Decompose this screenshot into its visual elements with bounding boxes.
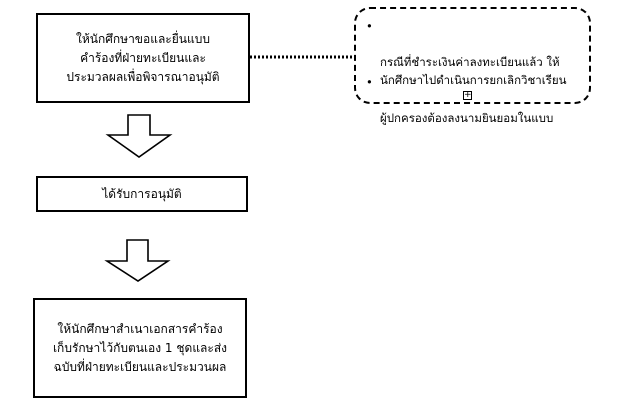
note-item: • ผู้ปกครองต้องลงนามยินยอมในแบบ <box>366 73 589 145</box>
step-approved-box: ได้รับการอนุมัติ <box>36 176 248 212</box>
step-text: ให้นักศึกษาสำเนาเอกสารคำร้อง เก็บรักษาไว… <box>52 321 228 374</box>
note-item: • กรณีที่ชำระเงินค่าลงทะเบียนแล้ว ให้ นั… <box>366 17 589 107</box>
expand-icon[interactable]: + <box>463 90 472 100</box>
step-copy-document-box: ให้นักศึกษาสำเนาเอกสารคำร้อง เก็บรักษาไว… <box>33 298 247 398</box>
bullet-icon: • <box>366 75 373 89</box>
note-callout: • กรณีที่ชำระเงินค่าลงทะเบียนแล้ว ให้ นั… <box>354 7 591 125</box>
bullet-icon: • <box>366 19 373 33</box>
step-submit-request-box: ให้นักศึกษาขอและยื่นแบบ คำร้องที่ฝ่ายทะเ… <box>36 13 250 103</box>
down-arrow-icon <box>104 239 171 282</box>
note-item-text: ผู้ปกครองต้องลงนามยินยอมในแบบ <box>380 111 554 125</box>
note-item-text: กรณีที่ชำระเงินค่าลงทะเบียนแล้ว ให้ นักศ… <box>380 55 567 87</box>
step-text: ได้รับการอนุมัติ <box>102 186 182 201</box>
step-text: ให้นักศึกษาขอและยื่นแบบ คำร้องที่ฝ่ายทะเ… <box>66 31 220 84</box>
down-arrow-icon <box>105 114 173 158</box>
